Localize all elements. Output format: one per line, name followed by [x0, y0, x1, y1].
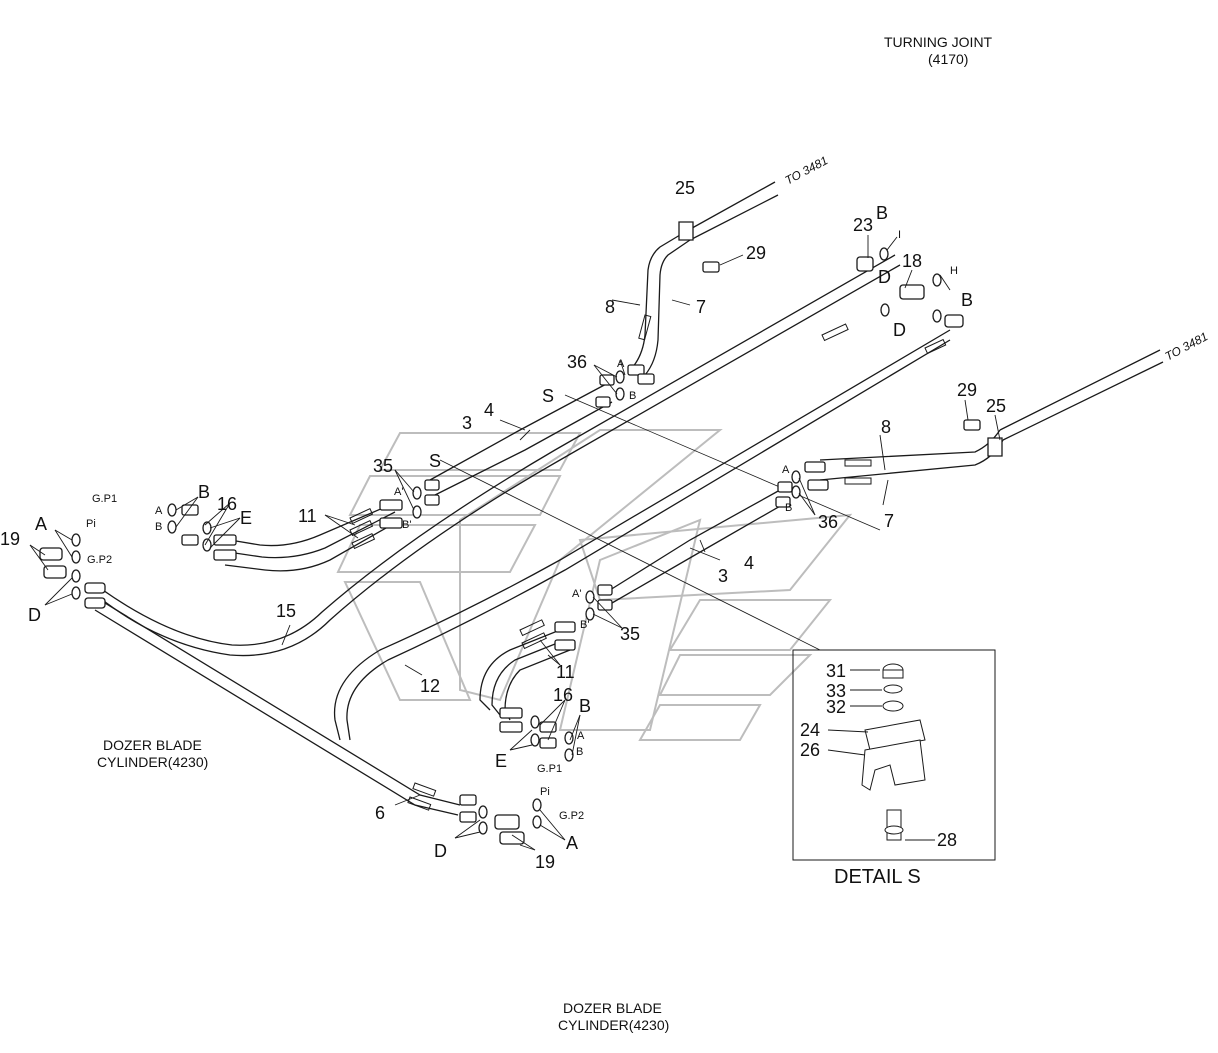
- pilot-port-pi-label: Pi: [86, 518, 96, 530]
- port-i-label: I: [898, 229, 902, 241]
- port-b-small-label: B: [629, 390, 637, 402]
- part-number-8: 8: [605, 297, 616, 317]
- part-number-36: 36: [567, 352, 588, 372]
- port-a-small-label: A: [577, 730, 585, 742]
- port-b-label: B: [876, 203, 889, 223]
- port-b-small-label: B: [576, 746, 584, 758]
- port-b-prime-label: B': [402, 519, 412, 531]
- fittings-and-o-rings: [40, 248, 980, 844]
- dozer-blade-bottom-title: DOZER BLADE: [563, 1000, 662, 1016]
- part-number-25: 25: [675, 178, 696, 198]
- section-s-label: S: [542, 386, 555, 406]
- part-number-4: 4: [744, 553, 755, 573]
- part-number-31: 31: [826, 661, 847, 681]
- port-d-label: D: [893, 320, 906, 340]
- port-b-label: B: [961, 290, 974, 310]
- port-a-small-label: A: [617, 358, 625, 370]
- part-number-19: 19: [535, 852, 556, 872]
- port-e-label: E: [495, 751, 508, 771]
- part-number-19: 19: [0, 529, 21, 549]
- part-number-29: 29: [957, 380, 978, 400]
- section-s-label: S: [429, 451, 442, 471]
- pilot-port-pi-label: Pi: [540, 786, 550, 798]
- part-number-18: 18: [902, 251, 923, 271]
- part-number-4: 4: [484, 400, 495, 420]
- gauge-port-gp1-label: G.P1: [92, 493, 118, 505]
- watermark-logo: [338, 430, 850, 740]
- part-number-11: 11: [298, 506, 317, 526]
- gauge-port-gp2-label: G.P2: [87, 554, 113, 566]
- hoses-and-lines: [95, 182, 1163, 815]
- part-number-15: 15: [276, 601, 297, 621]
- port-a-prime-label: A': [394, 486, 404, 498]
- part-number-35: 35: [373, 456, 394, 476]
- part-number-33: 33: [826, 681, 847, 701]
- turning-joint-title: TURNING JOINT: [884, 34, 993, 50]
- part-number-8: 8: [881, 417, 892, 437]
- dozer-blade-left-title: DOZER BLADE: [103, 737, 202, 753]
- part-number-7: 7: [884, 511, 895, 531]
- port-b-small-label: B: [155, 521, 163, 533]
- hose-crimp-hatching: [350, 315, 946, 810]
- dozer-blade-bottom-code: CYLINDER(4230): [558, 1017, 670, 1033]
- gauge-port-gp2-label: G.P2: [559, 810, 585, 822]
- port-a-small-label: A: [155, 505, 163, 517]
- port-a-small-label: A: [782, 464, 790, 476]
- port-d-label: D: [878, 267, 891, 287]
- part-number-35: 35: [620, 624, 641, 644]
- port-b-small-label: B: [785, 502, 793, 514]
- part-number-3: 3: [462, 413, 473, 433]
- port-a-prime-label: A': [572, 588, 582, 600]
- part-number-11: 11: [556, 662, 575, 682]
- port-d-label: D: [28, 605, 41, 625]
- port-d-label: D: [434, 841, 447, 861]
- part-number-28: 28: [937, 830, 958, 850]
- leader-lines: [30, 235, 1000, 850]
- detail-s-box: [793, 650, 995, 860]
- part-number-7: 7: [696, 297, 707, 317]
- part-number-16: 16: [553, 685, 574, 705]
- detail-s-title: DETAIL S: [834, 866, 921, 888]
- port-e-label: E: [240, 508, 253, 528]
- part-number-3: 3: [718, 566, 729, 586]
- part-number-36: 36: [818, 512, 839, 532]
- port-b-label: B: [198, 482, 211, 502]
- part-number-12: 12: [420, 676, 441, 696]
- port-a-label: A: [566, 833, 579, 853]
- port-h-label: H: [950, 265, 958, 277]
- part-number-23: 23: [853, 215, 874, 235]
- port-a-label: A: [35, 514, 48, 534]
- dozer-blade-left-code: CYLINDER(4230): [97, 754, 209, 770]
- port-b-label: B: [579, 696, 592, 716]
- part-number-32: 32: [826, 697, 847, 717]
- port-b-prime-label: B': [580, 619, 590, 631]
- turning-joint-code: (4170): [928, 51, 969, 67]
- gauge-port-gp1-label: G.P1: [537, 763, 563, 775]
- part-number-24: 24: [800, 720, 821, 740]
- part-number-29: 29: [746, 243, 767, 263]
- part-number-16: 16: [217, 494, 238, 514]
- part-number-25: 25: [986, 396, 1007, 416]
- part-number-6: 6: [375, 803, 386, 823]
- part-number-26: 26: [800, 740, 821, 760]
